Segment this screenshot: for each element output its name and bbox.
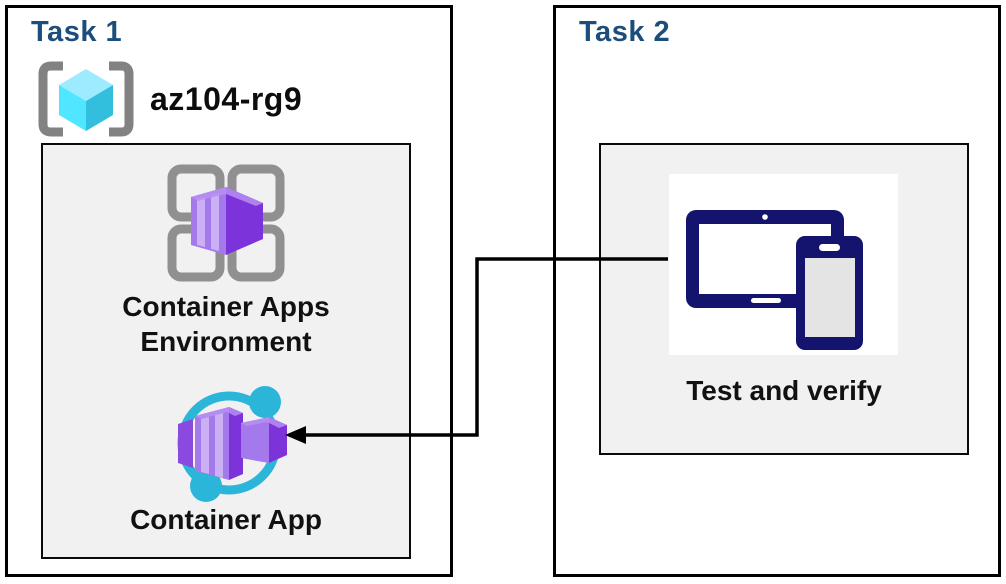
container-app-icon — [177, 386, 287, 502]
resource-group: az104-rg9 — [36, 60, 302, 138]
task2-panel: Task 2 Test and verify — [553, 5, 1001, 577]
task2-title: Task 2 — [579, 16, 671, 48]
task2-inner-group: Test and verify — [599, 143, 969, 455]
test-and-verify-label: Test and verify — [686, 375, 882, 406]
container-app-label: Container App — [130, 504, 322, 535]
resource-group-icon — [38, 61, 134, 137]
task1-inner-group: Container Apps Environment Container App — [41, 143, 411, 559]
device-icon-panel — [669, 174, 898, 355]
task1-title: Task 1 — [31, 16, 123, 48]
tablet-phone-icon — [686, 210, 863, 350]
container-apps-environment-label: Container Apps Environment — [122, 291, 330, 357]
container-apps-environment-icon — [167, 164, 285, 282]
task1-panel: Task 1 az104-rg9 — [5, 5, 453, 577]
resource-group-name: az104-rg9 — [150, 80, 303, 117]
